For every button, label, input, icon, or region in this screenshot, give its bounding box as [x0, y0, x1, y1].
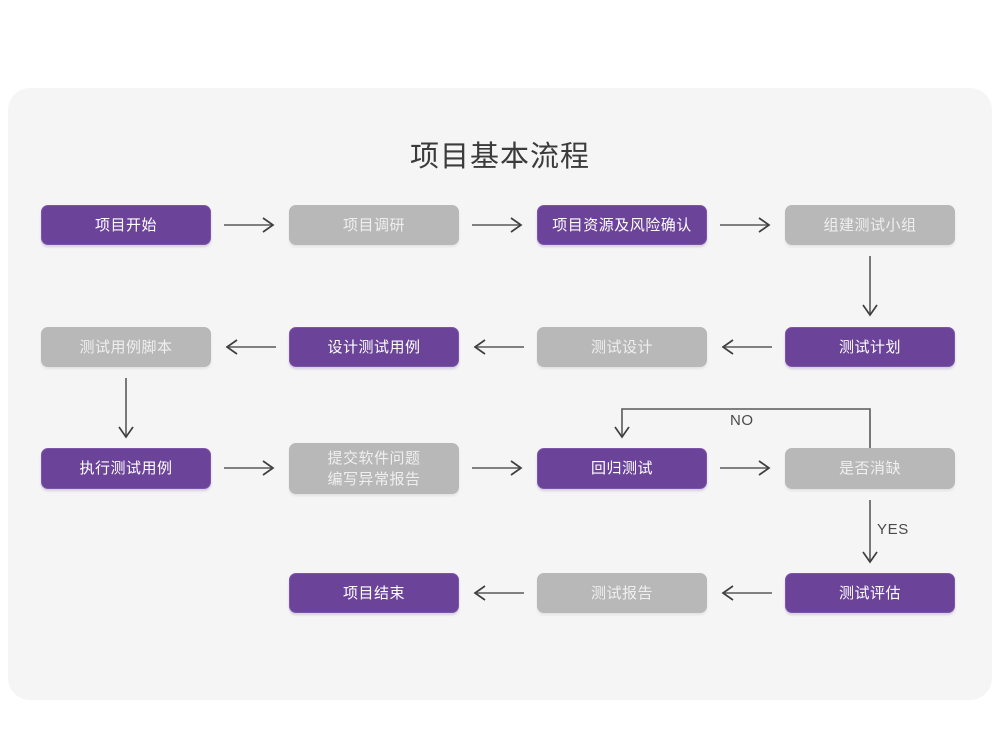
node-resource-risk-confirm[interactable]: 项目资源及风险确认: [537, 205, 707, 245]
node-test-evaluation[interactable]: 测试评估: [785, 573, 955, 613]
node-project-research[interactable]: 项目调研: [289, 205, 459, 245]
node-submit-defect-report[interactable]: 提交软件问题 编写异常报告: [289, 443, 459, 494]
node-test-plan[interactable]: 测试计划: [785, 327, 955, 367]
node-defect-cleared[interactable]: 是否消缺: [785, 448, 955, 489]
node-design-test-cases[interactable]: 设计测试用例: [289, 327, 459, 367]
page-title: 项目基本流程: [409, 141, 590, 173]
edge-label-no: NO: [730, 412, 754, 429]
edge-label-yes: YES: [877, 521, 909, 538]
node-project-end[interactable]: 项目结束: [289, 573, 459, 613]
node-regression-test[interactable]: 回归测试: [537, 448, 707, 489]
node-project-start[interactable]: 项目开始: [41, 205, 211, 245]
node-test-case-script[interactable]: 测试用例脚本: [41, 327, 211, 367]
node-build-test-team[interactable]: 组建测试小组: [785, 205, 955, 245]
node-execute-test-cases[interactable]: 执行测试用例: [41, 448, 211, 489]
node-test-report[interactable]: 测试报告: [537, 573, 707, 613]
node-test-design[interactable]: 测试设计: [537, 327, 707, 367]
